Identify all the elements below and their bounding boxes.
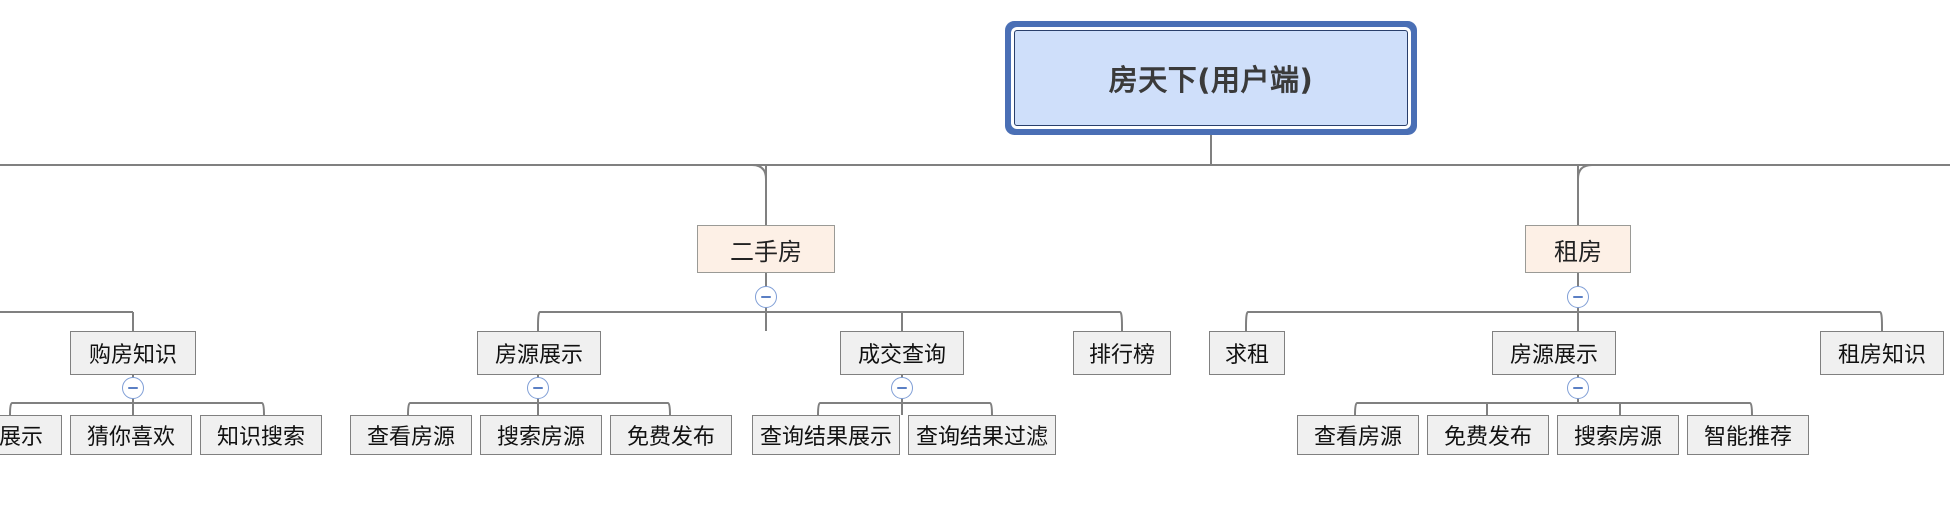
node-sousuo-fangyuan-ershoufang[interactable]: 搜索房源 xyxy=(480,415,602,455)
node-chaxun-jieguo-guolv[interactable]: 查询结果过滤 xyxy=(908,415,1056,455)
node-goufang-zhishi-label: 购房知识 xyxy=(88,343,177,368)
node-cainixihuan-label: 猜你喜欢 xyxy=(86,425,175,450)
node-mianfei-fabu-ershoufang-label: 免费发布 xyxy=(626,425,715,450)
root-node[interactable]: 房天下(用户端) xyxy=(1014,30,1408,126)
node-zhineng-tuijian-label: 智能推荐 xyxy=(1703,425,1792,450)
node-chaxun-jieguo-zhanshi[interactable]: 查询结果展示 xyxy=(752,415,900,455)
node-sousuo-fangyuan-ershoufang-label: 搜索房源 xyxy=(496,425,585,450)
node-chakan-fangyuan-zufang[interactable]: 查看房源 xyxy=(1297,415,1419,455)
node-fangyuan-zhanshi-zufang-label: 房源展示 xyxy=(1509,343,1598,368)
node-mianfei-fabu-zufang[interactable]: 免费发布 xyxy=(1427,415,1549,455)
node-cainixihuan[interactable]: 猜你喜欢 xyxy=(70,415,192,455)
node-chaxun-jieguo-zhanshi-label: 查询结果展示 xyxy=(759,425,892,450)
node-chakan-fangyuan-zufang-label: 查看房源 xyxy=(1313,425,1402,450)
node-zhanshi-clipped[interactable]: 展示 xyxy=(0,415,62,455)
node-fangyuan-zhanshi-ershoufang-label: 房源展示 xyxy=(494,343,583,368)
node-chakan-fangyuan-ershoufang-label: 查看房源 xyxy=(366,425,455,450)
collapse-toggle-goufang-zhishi[interactable] xyxy=(122,377,144,399)
node-zhishi-sousuo[interactable]: 知识搜索 xyxy=(200,415,322,455)
minus-icon xyxy=(761,296,771,298)
node-qiuzu-label: 求租 xyxy=(1224,343,1269,368)
node-sousuo-fangyuan-zufang-label: 搜索房源 xyxy=(1573,425,1662,450)
node-goufang-zhishi[interactable]: 购房知识 xyxy=(70,331,196,375)
minus-icon xyxy=(1573,296,1583,298)
minus-icon xyxy=(533,387,543,389)
node-chengjiao-chaxun-label: 成交查询 xyxy=(857,343,946,368)
root-node-label: 房天下(用户端) xyxy=(1108,63,1314,97)
node-zufang-zhishi-label: 租房知识 xyxy=(1837,343,1926,368)
minus-icon xyxy=(1573,387,1583,389)
node-paihangbang[interactable]: 排行榜 xyxy=(1073,331,1171,375)
node-mianfei-fabu-zufang-label: 免费发布 xyxy=(1443,425,1532,450)
node-ershoufang-label: 二手房 xyxy=(730,237,802,266)
node-zhineng-tuijian[interactable]: 智能推荐 xyxy=(1687,415,1809,455)
collapse-toggle-ershoufang[interactable] xyxy=(755,286,777,308)
node-zhishi-sousuo-label: 知识搜索 xyxy=(216,425,305,450)
node-zhanshi-clipped-label: 展示 xyxy=(0,425,43,450)
node-ershoufang[interactable]: 二手房 xyxy=(697,225,835,273)
node-fangyuan-zhanshi-ershoufang[interactable]: 房源展示 xyxy=(477,331,601,375)
node-qiuzu[interactable]: 求租 xyxy=(1209,331,1285,375)
collapse-toggle-chengjiao-chaxun[interactable] xyxy=(891,377,913,399)
node-fangyuan-zhanshi-zufang[interactable]: 房源展示 xyxy=(1492,331,1616,375)
node-chakan-fangyuan-ershoufang[interactable]: 查看房源 xyxy=(350,415,472,455)
collapse-toggle-fangyuan-zhanshi-zufang[interactable] xyxy=(1567,377,1589,399)
node-zufang-zhishi[interactable]: 租房知识 xyxy=(1820,331,1944,375)
minus-icon xyxy=(897,387,907,389)
node-sousuo-fangyuan-zufang[interactable]: 搜索房源 xyxy=(1557,415,1679,455)
node-mianfei-fabu-ershoufang[interactable]: 免费发布 xyxy=(610,415,732,455)
node-paihangbang-label: 排行榜 xyxy=(1088,343,1155,368)
node-zufang-label: 租房 xyxy=(1554,237,1602,266)
node-zufang[interactable]: 租房 xyxy=(1525,225,1631,273)
node-chengjiao-chaxun[interactable]: 成交查询 xyxy=(840,331,964,375)
node-chaxun-jieguo-guolv-label: 查询结果过滤 xyxy=(915,425,1048,450)
collapse-toggle-zufang[interactable] xyxy=(1567,286,1589,308)
minus-icon xyxy=(128,387,138,389)
collapse-toggle-fangyuan-zhanshi-ershoufang[interactable] xyxy=(527,377,549,399)
